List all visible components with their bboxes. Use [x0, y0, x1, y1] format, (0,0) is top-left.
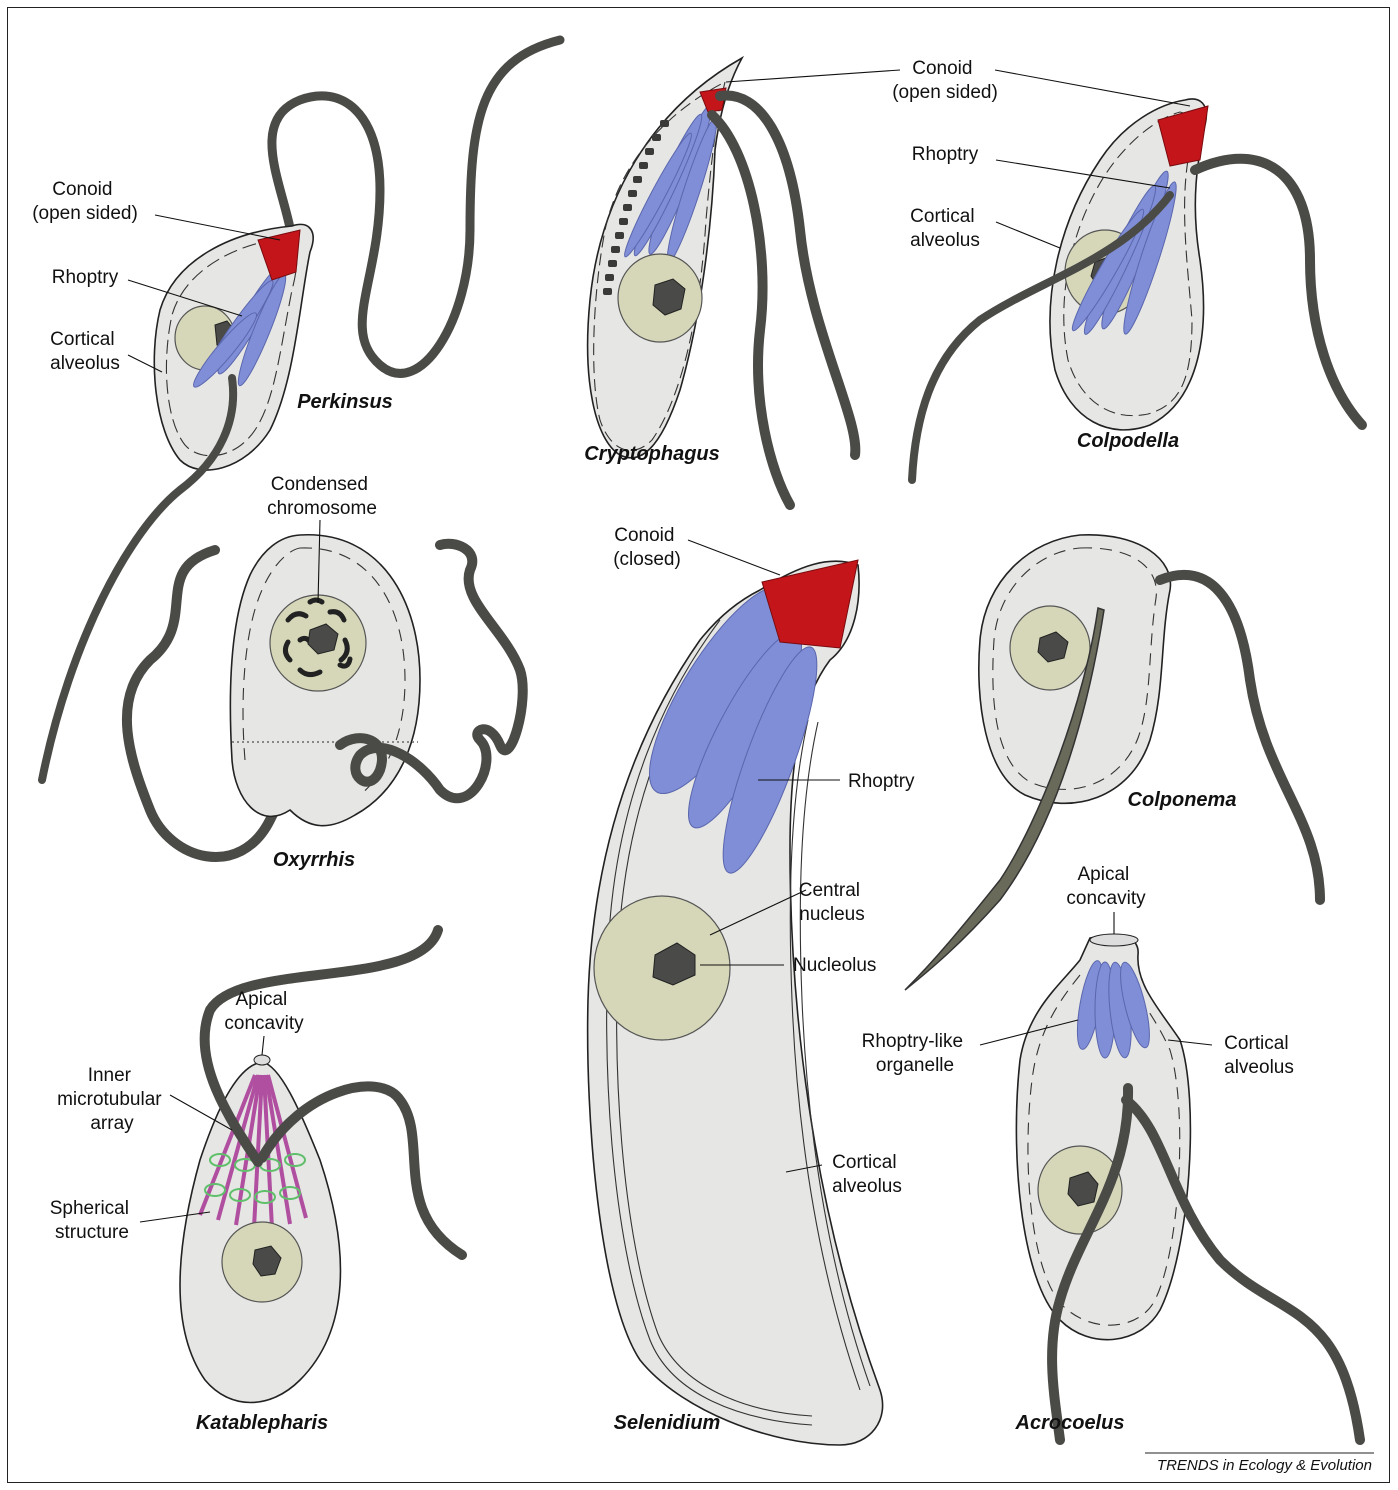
- species-colponema: Colponema: [1128, 789, 1237, 811]
- perkinsus-flagellum-anterior: [272, 40, 560, 373]
- selenidium-rhoptry-label: Rhoptry: [848, 771, 915, 792]
- selenidium-cell: [588, 560, 883, 1445]
- acrocoelus-apical-concavity: [1090, 934, 1138, 946]
- katablepharis-sphere-label: Spherical structure: [50, 1198, 135, 1243]
- colpodella-alveolus-label: Cortical alveolus: [910, 206, 980, 251]
- acrocoelus-alveolus-label: Cortical alveolus: [1224, 1033, 1294, 1078]
- selenidium-nucleolus-label: Nucleolus: [793, 955, 876, 976]
- colpodella-rhoptry-label: Rhoptry: [912, 144, 979, 165]
- cryptophagus-cell: [588, 58, 856, 505]
- katablepharis-apical-concavity: [254, 1055, 270, 1065]
- figure-credit: TRENDS in Ecology & Evolution: [1157, 1457, 1372, 1474]
- cryptophagus-nucleolus: [653, 279, 685, 315]
- selenidium-alveolus-label: Cortical alveolus: [832, 1152, 902, 1197]
- colponema-cell: [905, 535, 1320, 990]
- katablepharis-cell: [180, 930, 462, 1403]
- katablepharis-flagellum-1: [205, 930, 438, 1162]
- acrocoelus-apical-label: Apical concavity: [1066, 864, 1146, 909]
- oxyrrhis-chromosome-label: Condensed chromosome: [267, 474, 377, 519]
- colpodella-flagellum-1: [1195, 159, 1362, 425]
- perkinsus-conoid-label: Conoid (open sided): [32, 179, 138, 224]
- acrocoelus-rhoptry-label: Rhoptry-like organelle: [862, 1031, 969, 1076]
- colpodella-cell: [912, 99, 1362, 480]
- species-acrocoelus: Acrocoelus: [1015, 1412, 1125, 1434]
- selenidium-conoid-label: Conoid (closed): [613, 525, 681, 570]
- species-katablepharis: Katablepharis: [196, 1412, 328, 1434]
- species-oxyrrhis: Oxyrrhis: [273, 849, 355, 871]
- species-perkinsus: Perkinsus: [297, 391, 393, 413]
- selenidium-nucleus-label: Central nucleus: [799, 880, 866, 925]
- katablepharis-apical-label: Apical concavity: [224, 989, 304, 1034]
- cryptophagus-flagellum-2: [712, 115, 790, 505]
- cryptophagus-conoid-label: Conoid (open sided): [892, 58, 998, 103]
- katablepharis-array-label: Inner microtubular array: [57, 1065, 167, 1134]
- species-cryptophagus: Cryptophagus: [584, 443, 720, 465]
- oxyrrhis-cell: [127, 535, 523, 857]
- species-colpodella: Colpodella: [1077, 430, 1179, 452]
- colponema-flagellum-1: [1160, 575, 1320, 900]
- perkinsus-rhoptry-label: Rhoptry: [52, 267, 119, 288]
- perkinsus-alveolus-label: Cortical alveolus: [50, 329, 120, 374]
- species-selenidium: Selenidium: [614, 1412, 721, 1434]
- acrocoelus-cell: [1016, 934, 1360, 1440]
